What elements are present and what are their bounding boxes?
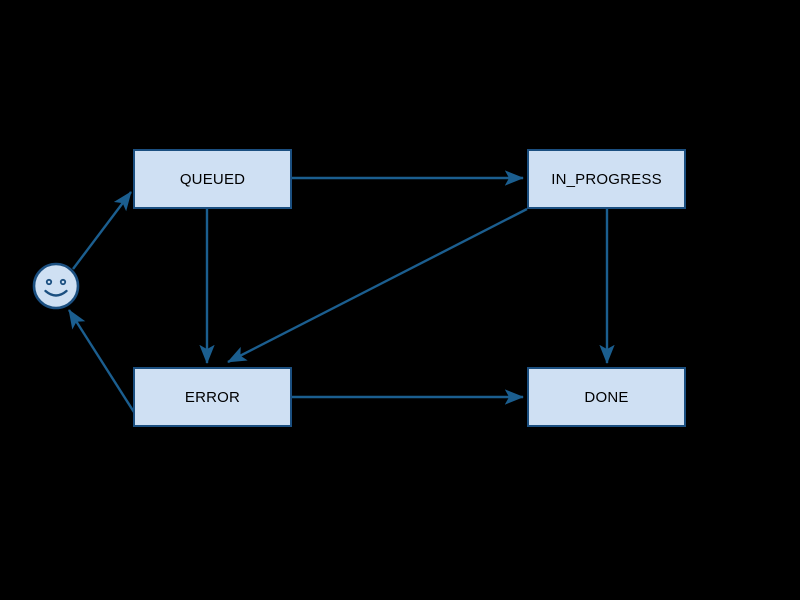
edge-start-to-queued	[72, 191, 132, 270]
edge-error-to-start	[67, 309, 141, 421]
state-node-error[interactable]: ERROR	[133, 367, 292, 427]
state-label-error: ERROR	[184, 388, 241, 406]
state-node-done[interactable]: DONE	[527, 367, 686, 427]
state-label-queued: QUEUED	[179, 170, 246, 188]
state-node-queued[interactable]: QUEUED	[133, 149, 292, 209]
edge-in-progress-to-error	[227, 207, 528, 364]
start-node-smiley[interactable]	[32, 262, 80, 310]
state-label-done: DONE	[584, 388, 629, 406]
state-node-in-progress[interactable]: IN_PROGRESS	[527, 149, 686, 209]
state-label-in-progress: IN_PROGRESS	[551, 170, 662, 188]
smiley-icon	[32, 262, 80, 310]
